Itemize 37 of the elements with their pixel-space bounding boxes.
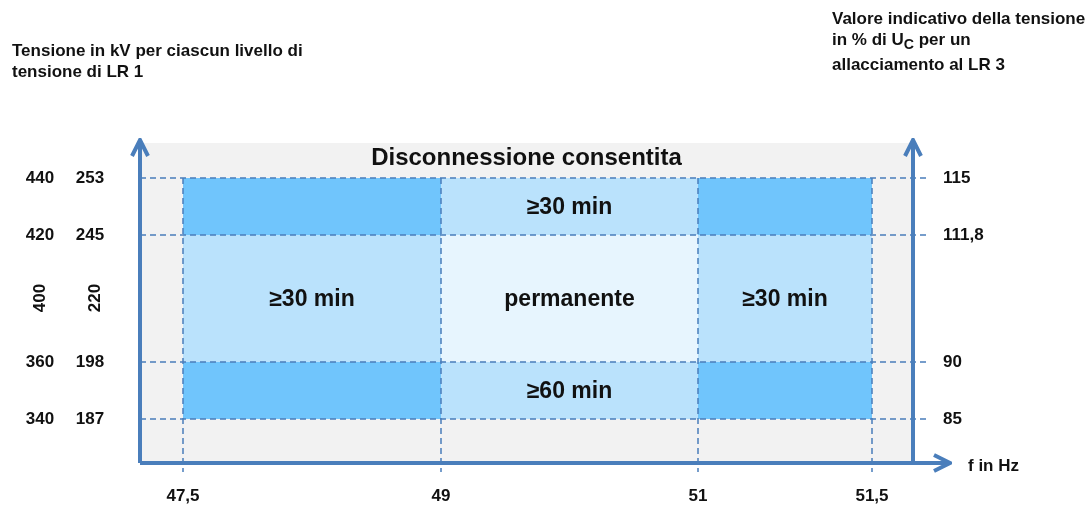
zone-box bbox=[441, 235, 698, 362]
axis-title: f in Hz bbox=[968, 455, 1019, 477]
zone-box bbox=[441, 362, 698, 419]
tick-label: 360 bbox=[25, 351, 55, 373]
zone-box bbox=[698, 235, 872, 362]
tick-label: 111,8 bbox=[943, 224, 984, 246]
tick-label: 85 bbox=[943, 408, 962, 430]
zone-label: permanente bbox=[504, 285, 635, 312]
tick-label: 340 bbox=[25, 408, 55, 430]
zone-label: ≥30 min bbox=[526, 193, 613, 220]
tick-label: 47,5 bbox=[166, 485, 200, 506]
tick-label: 400 bbox=[29, 283, 51, 313]
panel-title: Disconnessione consentita bbox=[371, 143, 682, 171]
tick-label: 245 bbox=[75, 224, 105, 246]
axis-title: Valore indicativo della tensione in % di U$_{C}$ per un allacciamento al LR 3 bbox=[832, 8, 1087, 76]
zone-box bbox=[183, 362, 441, 419]
tick-label: 90 bbox=[943, 351, 962, 373]
zone-box bbox=[183, 178, 441, 235]
tick-label: 49 bbox=[431, 485, 451, 506]
tick-label: 51 bbox=[688, 485, 708, 506]
tick-label: 115 bbox=[943, 167, 971, 189]
tick-label: 187 bbox=[75, 408, 105, 430]
zone-box bbox=[698, 178, 872, 235]
tick-label: 51,5 bbox=[855, 485, 889, 506]
zone-label: ≥60 min bbox=[526, 377, 613, 404]
tick-label: 198 bbox=[75, 351, 105, 373]
panel-background bbox=[140, 143, 913, 463]
axis-title: Tensione in kV per ciascun livello di tensione di LR 1 bbox=[12, 40, 304, 83]
zone-box bbox=[441, 178, 698, 235]
tick-label: 440 bbox=[25, 167, 55, 189]
zone-label: ≥30 min bbox=[269, 285, 355, 312]
zone-box bbox=[183, 235, 441, 362]
tick-label: 253 bbox=[75, 167, 105, 189]
tick-label: 420 bbox=[25, 224, 55, 246]
zone-label: ≥30 min bbox=[742, 285, 828, 312]
tick-label: 220 bbox=[84, 283, 106, 313]
zone-box bbox=[698, 362, 872, 419]
